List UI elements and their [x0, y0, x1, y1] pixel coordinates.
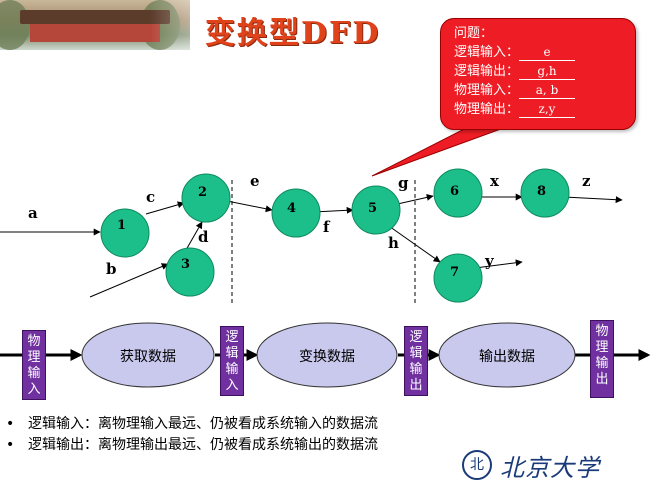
vbox-char: 输 — [221, 362, 243, 378]
vbox-char: 出 — [591, 372, 613, 388]
bullet-item: •逻辑输出：离物理输出最远、仍被看成系统输出的数据流 — [6, 435, 378, 456]
vbox-char: 物 — [23, 334, 45, 350]
logical-input-box: 逻 辑 输 入 — [220, 326, 244, 396]
physical-input-box: 物 理 输 入 — [22, 330, 46, 400]
vbox-char: 逻 — [405, 330, 427, 346]
vbox-char: 理 — [591, 340, 613, 356]
vbox-char: 出 — [405, 378, 427, 394]
bullet-marker: • — [6, 435, 28, 456]
bullet-text: 逻辑输入：离物理输入最远、仍被看成系统输入的数据流 — [28, 416, 378, 432]
logical-output-box: 逻 辑 输 出 — [404, 326, 428, 396]
bullet-list: •逻辑输入：离物理输入最远、仍被看成系统输入的数据流 •逻辑输出：离物理输出最远… — [6, 414, 378, 456]
vbox-char: 理 — [23, 350, 45, 366]
acquire-label: 获取数据 — [98, 346, 198, 366]
seal-icon: 北 — [462, 450, 492, 480]
bullet-text: 逻辑输出：离物理输出最远、仍被看成系统输出的数据流 — [28, 437, 378, 453]
vbox-char: 辑 — [405, 346, 427, 362]
vbox-char: 逻 — [221, 330, 243, 346]
output-label: 输出数据 — [457, 346, 557, 366]
vbox-char: 输 — [591, 356, 613, 372]
vbox-char: 入 — [23, 382, 45, 398]
university-logo: 北 北京大学 — [462, 448, 642, 482]
bullet-marker: • — [6, 414, 28, 435]
vbox-char: 输 — [23, 366, 45, 382]
transform-label: 变换数据 — [277, 346, 377, 366]
bullet-item: •逻辑输入：离物理输入最远、仍被看成系统输入的数据流 — [6, 414, 378, 435]
vbox-char: 入 — [221, 378, 243, 394]
vbox-char: 辑 — [221, 346, 243, 362]
physical-output-box: 物 理 输 出 — [590, 320, 614, 398]
logo-text: 北京大学 — [500, 448, 600, 483]
vbox-char: 输 — [405, 362, 427, 378]
vbox-char: 物 — [591, 324, 613, 340]
